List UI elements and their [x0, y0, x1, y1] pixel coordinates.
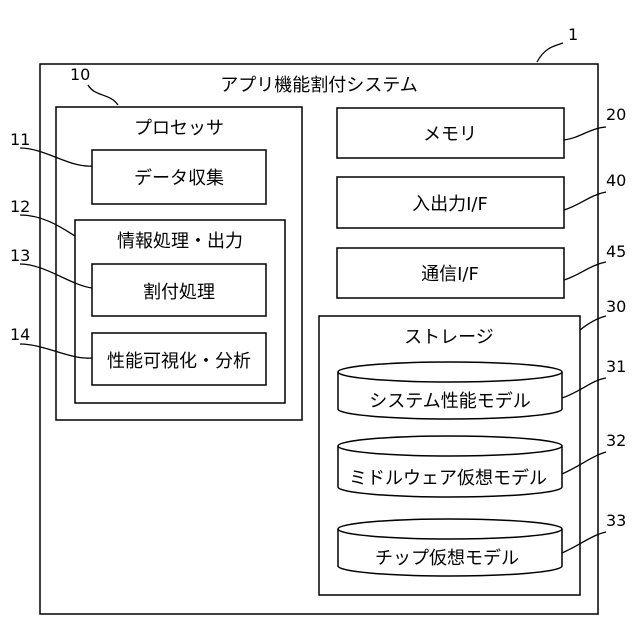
- storage-title: ストレージ: [404, 327, 494, 348]
- db-middleware-model-ref: 32: [606, 431, 626, 450]
- db-middleware-model-label: ミドルウェア仮想モデル: [349, 468, 547, 489]
- memory-label: メモリ: [423, 124, 477, 145]
- visualization-label: 性能可視化・分析: [107, 351, 251, 372]
- visualization-ref: 14: [10, 325, 30, 344]
- data-collection-ref: 11: [10, 130, 30, 149]
- db-chip-model-ref: 33: [606, 511, 626, 530]
- system-ref-leader: [537, 43, 563, 62]
- system-title: アプリ機能割付システム: [220, 75, 417, 96]
- data-collection-label: データ収集: [134, 168, 224, 189]
- info-processing-title: 情報処理・出力: [117, 231, 243, 252]
- comm-if-ref: 45: [606, 242, 626, 261]
- system-ref: 1: [568, 25, 578, 44]
- storage-ref: 30: [606, 297, 626, 316]
- allocation-label: 割付処理: [143, 282, 215, 303]
- io-if-label: 入出力I/F: [412, 194, 488, 215]
- io-if-ref: 40: [606, 171, 626, 190]
- db-system-model-label: システム性能モデル: [369, 391, 530, 412]
- info-processing-ref: 12: [10, 197, 30, 216]
- memory-ref: 20: [606, 105, 626, 124]
- processor-ref: 10: [70, 65, 90, 84]
- processor-title: プロセッサ: [134, 118, 224, 139]
- db-chip-model-label: チップ仮想モデル: [375, 548, 519, 569]
- comm-if-label: 通信I/F: [421, 264, 479, 285]
- db-system-model-ref: 31: [606, 357, 626, 376]
- allocation-ref: 13: [10, 246, 30, 265]
